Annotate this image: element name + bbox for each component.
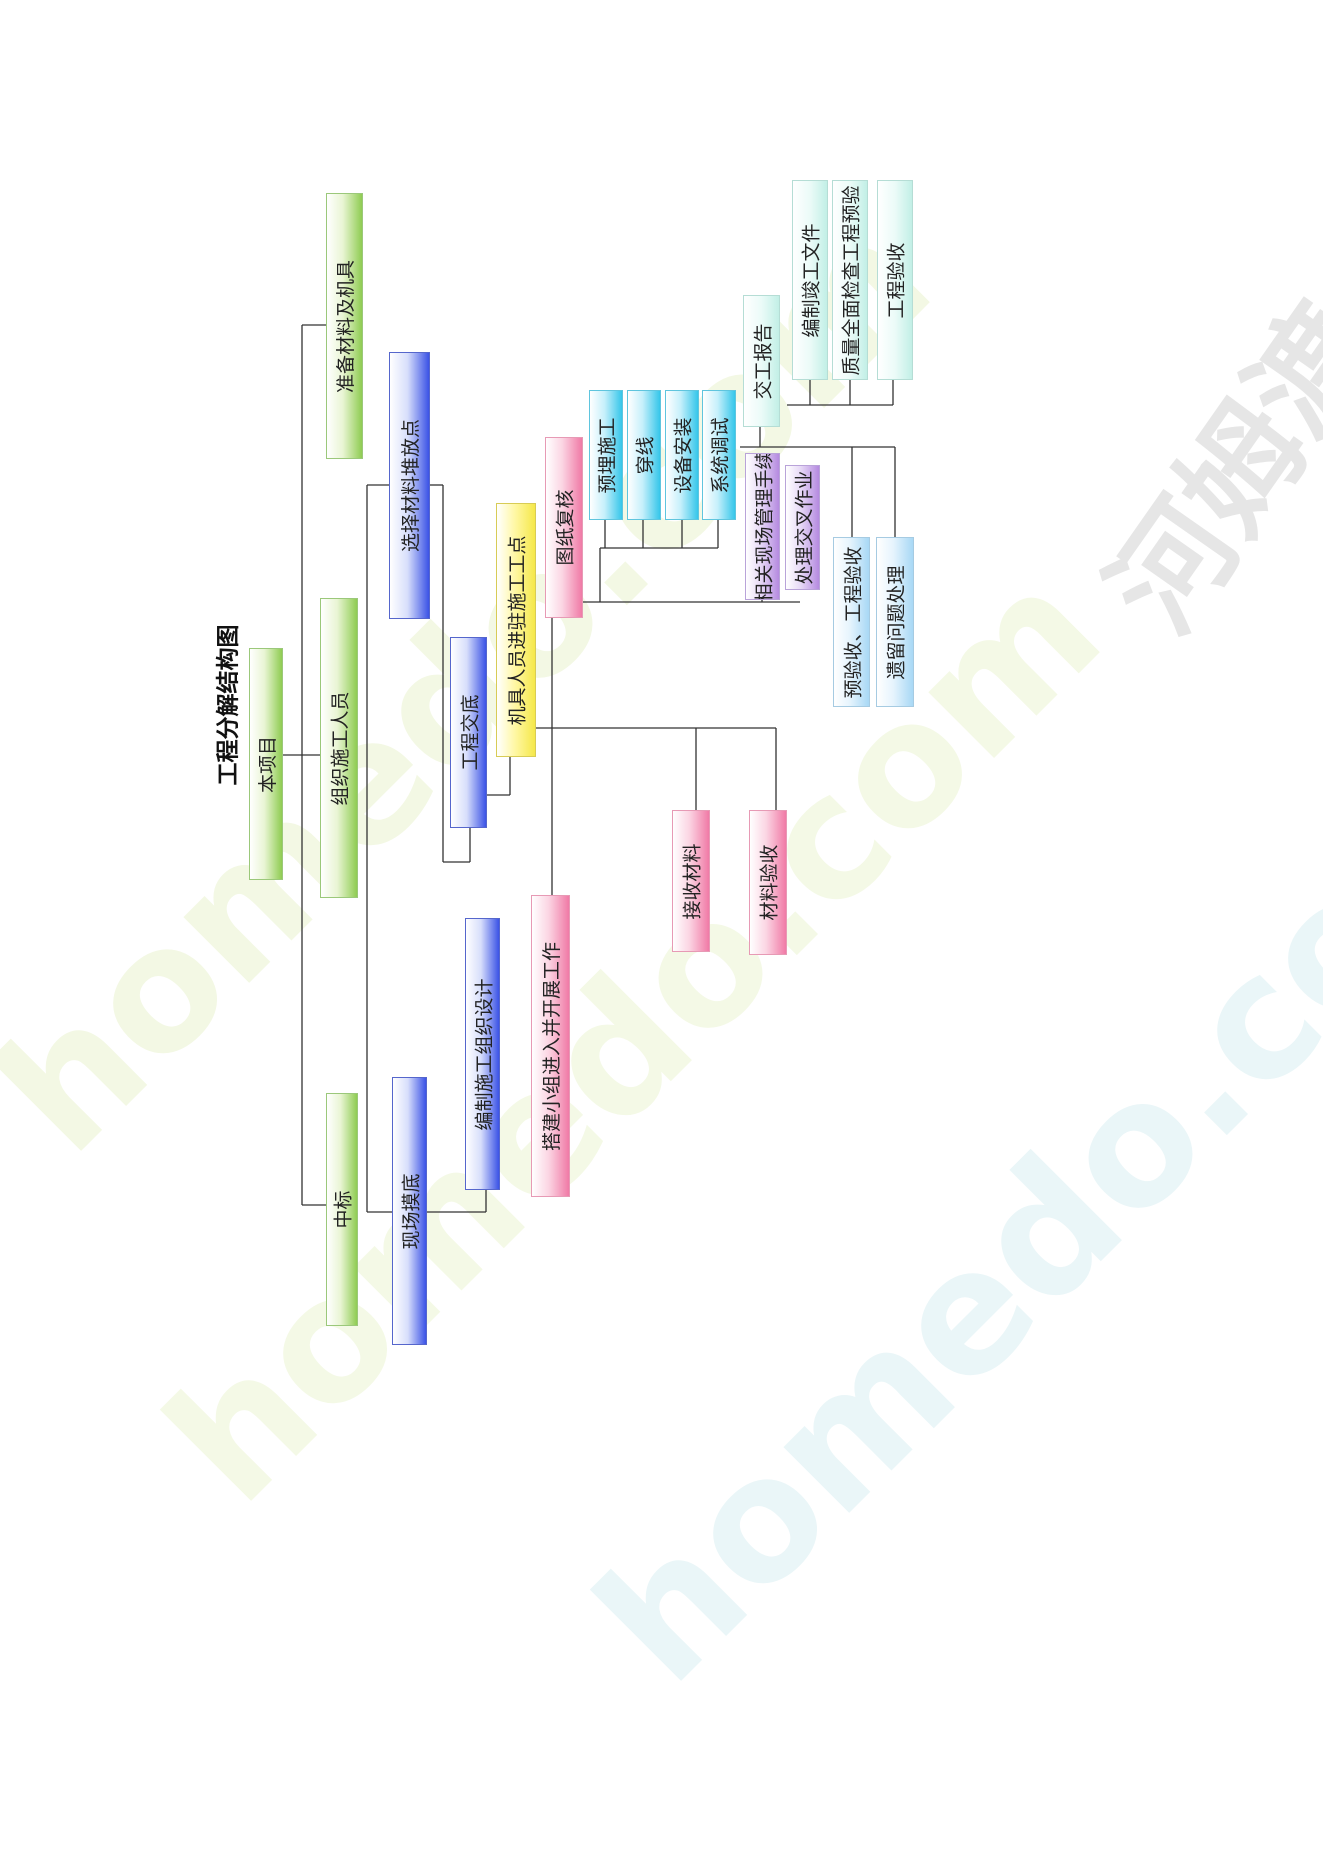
node-bianzhi-sheji: 编制施工组织设计 [465, 918, 500, 1190]
node-xiangguan: 相关现场管理手续 [745, 453, 780, 600]
node-gongcheng-yanshou: 工程验收 [877, 180, 913, 380]
node-jungong: 编制竣工文件 [792, 180, 828, 380]
node-jiju: 机具人员进驻施工工点 [496, 503, 536, 757]
node-xuanze: 选择材料堆放点 [389, 352, 430, 619]
node-zuzhi: 组织施工人员 [320, 598, 358, 898]
node-yiliu: 遗留问题处理 [876, 537, 914, 707]
node-yuyanshou: 预验收、工程验收 [833, 537, 870, 707]
node-zhunbei: 准备材料及机具 [326, 193, 363, 459]
diagram-title: 工程分解结构图 [214, 624, 241, 786]
node-gongcheng-jiaodi: 工程交底 [450, 637, 487, 828]
node-shebei: 设备安装 [665, 390, 699, 520]
node-chuanxian: 穿线 [627, 390, 661, 520]
node-jieshou: 接收材料 [672, 810, 710, 952]
node-chuli: 处理交叉作业 [785, 465, 820, 590]
node-zhongbiao: 中标 [326, 1093, 358, 1326]
node-dajian: 搭建小组进入并开展工作 [531, 895, 570, 1197]
node-yumai: 预埋施工 [589, 390, 623, 520]
node-tuzhi: 图纸复核 [545, 437, 583, 618]
node-root: 本项目 [249, 648, 283, 880]
node-zhiliang: 质量全面检查工程预验 [832, 180, 868, 380]
node-jiaogong: 交工报告 [743, 295, 780, 427]
node-xitong: 系统调试 [702, 390, 736, 520]
node-xianchang: 现场摸底 [392, 1077, 427, 1345]
node-cailiao-yanshou: 材料验收 [749, 810, 787, 955]
